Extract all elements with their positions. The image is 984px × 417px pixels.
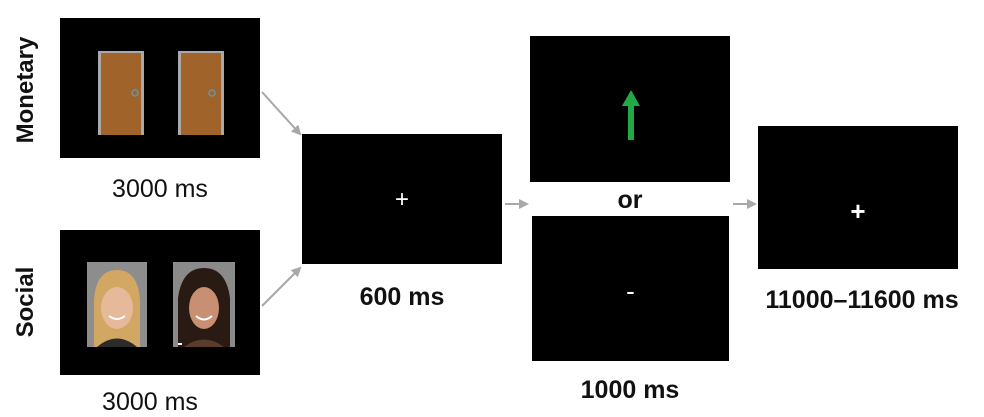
door-pair-image (98, 51, 224, 135)
monetary-cue-screen (60, 18, 260, 158)
timing-feedback: 1000 ms (580, 376, 680, 404)
face-left-icon (87, 262, 147, 347)
iti-screen: + (758, 126, 958, 269)
negative-feedback-dash: - (626, 276, 635, 306)
arrow-social-to-fixation (261, 266, 302, 307)
timing-iti: 11000–11600 ms (765, 286, 959, 314)
face-pair-image (87, 262, 235, 347)
door-left-icon (98, 51, 144, 135)
face-right-icon (173, 262, 235, 347)
iti-fixation-cross: + (850, 196, 866, 226)
timing-fixation: 600 ms (359, 283, 445, 311)
timing-cue-monetary: 3000 ms (112, 175, 208, 203)
door-right-icon (178, 51, 224, 135)
feedback-or-label: or (617, 186, 643, 214)
timing-cue-social: 3000 ms (102, 388, 198, 416)
green-up-arrow-icon (622, 90, 640, 140)
arrow-monetary-to-fixation (261, 91, 302, 136)
fixation-screen: + (302, 134, 502, 264)
row-label-social: Social (12, 266, 39, 338)
row-label-monetary: Monetary (12, 36, 39, 144)
feedback-positive-screen (530, 36, 730, 182)
fixation-cross: + (394, 186, 409, 213)
social-cue-screen (60, 230, 260, 375)
dash-marker-icon (178, 343, 182, 345)
feedback-negative-screen: - (532, 216, 729, 361)
